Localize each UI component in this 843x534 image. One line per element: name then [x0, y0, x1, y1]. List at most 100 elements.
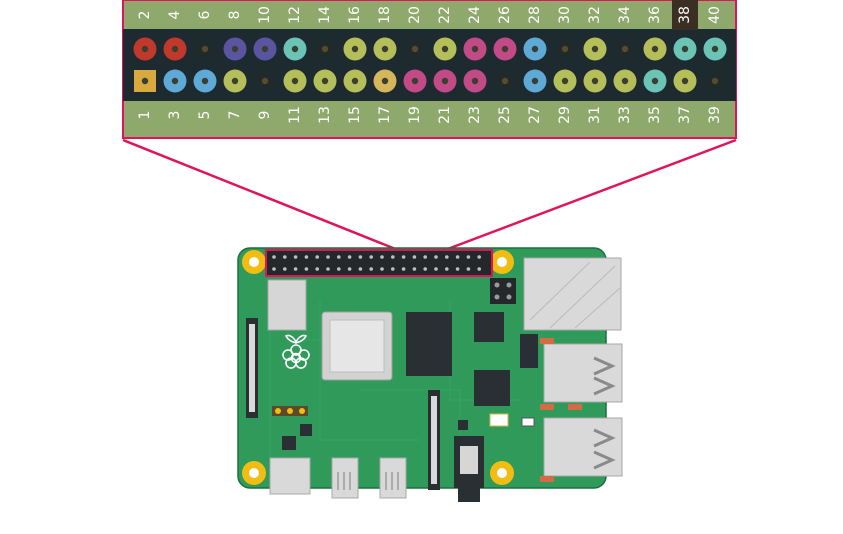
board-pin [326, 255, 330, 259]
bottom-pin-3-hole [171, 77, 179, 85]
poe-header [490, 278, 516, 304]
bottom-pin-label: 5 [197, 111, 213, 120]
top-pin-label: 2 [137, 11, 153, 20]
bottom-pin-27-hole [531, 77, 539, 85]
board-pin [380, 255, 384, 259]
top-pin-label: 12 [287, 6, 303, 24]
board-pin [423, 255, 428, 259]
bottom-pin-37-hole [681, 77, 689, 85]
board-pin [455, 255, 460, 259]
top-pin-4-hole [171, 45, 179, 53]
bottom-pin-25-hole [501, 77, 509, 85]
bottom-pin-13-hole [321, 77, 329, 85]
bottom-pin-15-hole [351, 77, 359, 85]
board-pin [315, 267, 320, 271]
bottom-pin-label: 31 [587, 106, 603, 124]
board-pin [347, 267, 352, 271]
bottom-pin-label: 35 [647, 106, 663, 124]
bottom-pin-39-hole [711, 77, 719, 85]
top-pin-label: 24 [467, 6, 483, 24]
micro-hdmi-port-0 [331, 457, 359, 499]
top-pin-label: 20 [407, 6, 423, 24]
board-pin [466, 267, 471, 271]
bottom-pin-33-hole [621, 77, 629, 85]
top-pin-32-hole [591, 45, 599, 53]
board-pin [412, 255, 417, 259]
ram-chip [406, 312, 452, 376]
top-pin-label: 16 [347, 6, 363, 24]
bottom-pin-17-hole [381, 77, 389, 85]
board-pin [401, 255, 406, 259]
bottom-pin-label: 17 [377, 106, 393, 124]
board-pin [455, 267, 460, 271]
board-pin [412, 267, 417, 271]
top-pin-24-hole [471, 45, 479, 53]
top-pin-label: 8 [227, 11, 243, 20]
ethernet-controller-chip [474, 312, 504, 342]
bottom-pin-label: 25 [497, 106, 513, 124]
bottom-pin-label: 7 [227, 111, 243, 120]
bottom-pin-label: 27 [527, 106, 543, 124]
bottom-pin-label: 37 [677, 106, 693, 124]
top-pin-16-hole [351, 45, 359, 53]
bottom-row-pins [134, 69, 727, 93]
board-pin [434, 267, 438, 271]
bottom-pin-label: 11 [287, 106, 303, 124]
board-pin [272, 255, 276, 259]
board-pin [445, 255, 449, 259]
wireless-module [267, 279, 307, 331]
usb-c-power-port [269, 457, 311, 495]
bottom-pin-1-hole [141, 77, 149, 85]
top-pin-label: 36 [647, 6, 663, 24]
board-pin [304, 255, 309, 259]
bottom-pin-9-hole [261, 77, 269, 85]
bottom-pin-label: 21 [437, 106, 453, 124]
bottom-pin-23-hole [471, 77, 479, 85]
bottom-pin-label: 29 [557, 106, 573, 124]
pin-38-highlight [672, 0, 698, 30]
top-pin-2-hole [141, 45, 149, 53]
bottom-pin-11-hole [291, 77, 299, 85]
top-pin-10-hole [261, 45, 269, 53]
top-pin-14-hole [321, 45, 329, 53]
bottom-pin-19-hole [411, 77, 419, 85]
top-pin-28-hole [531, 45, 539, 53]
board-pin [391, 267, 395, 271]
top-row-pins [133, 37, 727, 61]
bottom-pin-label: 33 [617, 106, 633, 124]
usb-port-pads [540, 338, 582, 482]
top-pin-label: 32 [587, 6, 603, 24]
top-pin-label: 40 [707, 6, 723, 24]
raspberry-logo-icon [282, 334, 310, 369]
top-pin-label: 14 [317, 6, 333, 24]
bottom-pin-29-hole [561, 77, 569, 85]
top-pin-label: 28 [527, 6, 543, 24]
board-pin [369, 255, 374, 259]
board-pin [369, 267, 374, 271]
top-pin-20-hole [411, 45, 419, 53]
callout-line-right [444, 138, 737, 252]
board-pin [423, 267, 428, 271]
top-pin-6-hole [201, 45, 209, 53]
callout-line-left [122, 138, 399, 252]
top-pin-label: 6 [197, 10, 213, 19]
top-pin-label: 34 [617, 6, 633, 24]
board-pin [293, 267, 298, 271]
board-pin [337, 255, 341, 259]
bottom-pin-label: 15 [347, 106, 363, 124]
bottom-pin-31-hole [591, 77, 599, 85]
board-pin [326, 267, 330, 271]
bottom-pin-5-hole [201, 77, 209, 85]
top-pin-8-hole [231, 45, 239, 53]
top-pin-40-hole [711, 45, 719, 53]
board-pin [434, 255, 438, 259]
usb-controller-chip [474, 370, 510, 406]
usb-port-lower [543, 417, 623, 477]
top-pin-18-hole [381, 45, 389, 53]
board-pin [358, 255, 363, 259]
top-pin-label: 26 [497, 6, 513, 24]
bottom-pin-21-hole [441, 77, 449, 85]
board-pin [477, 267, 482, 271]
top-pin-label: 22 [437, 6, 453, 24]
